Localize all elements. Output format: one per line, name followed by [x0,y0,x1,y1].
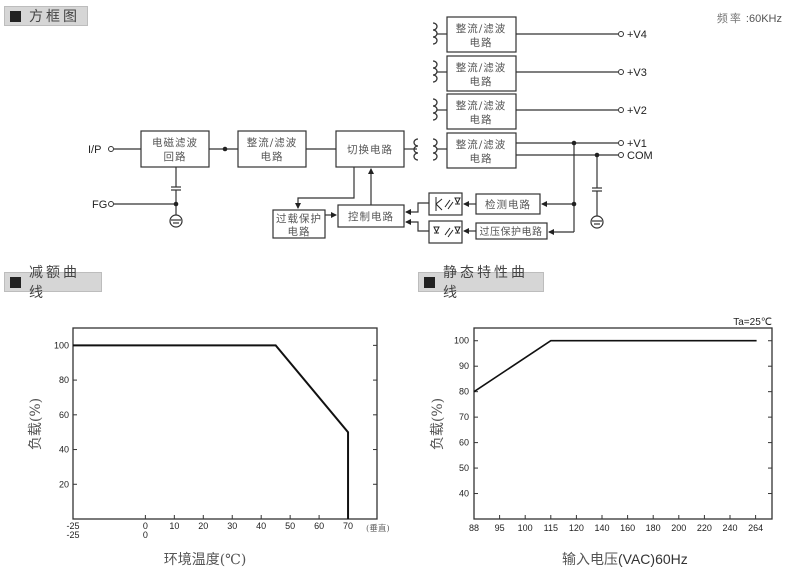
x-tick-label: 160 [620,523,635,533]
plot-frame [72,327,378,520]
x-tick-label: 240 [722,523,737,533]
x-tick-label: -25 [66,521,79,531]
bullet-square-icon [10,10,21,22]
x-axis-label-cn: 输入电压 [562,552,618,568]
optocoupler-2 [428,220,463,244]
y-axis-label: 负载(%) [28,398,44,450]
x-tick-label: 180 [646,523,661,533]
section-title-block-diagram: 方框图 [4,6,88,26]
series-line-static [473,339,757,393]
x-tick-label-second-row: 0 [143,530,148,540]
port-com-label: COM [627,150,653,162]
bullet-square-icon [10,276,21,288]
y-tick-label: 60 [459,438,469,448]
x-tick-label: 30 [227,521,237,531]
rect-filter-in-label: 整流/滤波 [247,136,298,149]
x-tick-label: 20 [198,521,208,531]
transformer-icon [413,22,438,161]
y-tick-label: 40 [459,489,469,499]
rect-v2-label: 整流/滤波 [456,99,507,112]
rectifier-filter-v2-block [446,93,517,130]
y-tick-label: 40 [59,445,69,455]
x-tick-label: 40 [256,521,266,531]
y-axis-label: 负载(%) [430,398,446,450]
port-v1-label: +V1 [627,138,647,150]
section-title-text: 方框图 [29,9,80,25]
x-tick-label: 95 [495,523,505,533]
y-tick-label: 70 [459,412,469,422]
x-tick-label: 100 [518,523,533,533]
section-title-text: 静态特性曲线 [443,265,528,301]
bullet-square-icon [424,276,435,288]
section-title-static: 静态特性曲线 [418,265,544,301]
overload-label-2: 电路 [288,225,311,238]
y-tick-label: 80 [459,387,469,397]
switching-label: 切换电路 [347,143,393,156]
x-extra-label: (垂直) [366,523,390,534]
frequency-label-text: 频率 [716,12,743,25]
x-axis-label-en: (VAC)60Hz [618,551,688,567]
emi-filter-label-2: 回路 [164,150,187,163]
rect-v2-label-2: 电路 [470,113,493,126]
port-ip-terminal [108,146,114,152]
x-tick-label: 140 [594,523,609,533]
x-axis-label: 环境温度(℃) [164,552,247,568]
x-tick-label: 200 [671,523,686,533]
rect-v3-label: 整流/滤波 [456,61,507,74]
x-tick-label: 60 [314,521,324,531]
static-chart: 40 50 60 70 80 90 100 88 95 100 115 120 140 160 180 20… [430,317,773,568]
optocoupler-1 [428,192,463,216]
x-tick-label: 264 [748,523,763,533]
overload-label: 过载保护 [276,212,322,225]
block-diagram: I/P FG +V4 +V3 +V2 +V1 COM 电磁滤波 回路 整流/滤波… [88,16,653,244]
y-tick-label: 90 [459,361,469,371]
port-ip-label: I/P [88,144,101,156]
rectifier-filter-v3-block [446,55,517,92]
x-tick-label: 115 [544,523,558,533]
x-tick-label: 70 [343,521,353,531]
rect-v1-label-2: 电路 [470,152,493,165]
x-tick-label: 0 [143,521,148,531]
y-tick-label: 60 [59,410,69,420]
rect-v4-label-2: 电路 [470,36,493,49]
port-v2-label: +V2 [627,105,647,117]
frequency-label: 频率 :60KHz [717,10,782,26]
ovp-label: 过压保护电路 [480,225,543,238]
rect-filter-in-label-2: 电路 [261,150,284,163]
y-tick-label: 80 [59,375,69,385]
x-tick-label: 10 [169,521,179,531]
x-tick-label: 220 [697,523,712,533]
x-tick-label: 88 [469,523,479,533]
y-tick-label: 100 [454,336,469,346]
x-tick-label-second-row: -25 [66,530,79,540]
rect-v4-label: 整流/滤波 [456,22,507,35]
rect-v3-label-2: 电路 [470,75,493,88]
port-v3-label: +V3 [627,67,647,79]
port-fg-label: FG [92,199,107,211]
section-title-derating: 减额曲线 [4,265,102,301]
y-tick-label: 20 [59,479,69,489]
y-tick-label: 100 [54,340,69,350]
rectifier-filter-v1-block [446,132,517,169]
x-tick-label: 120 [569,523,584,533]
plot-frame [473,327,773,520]
y-tick-label: 50 [459,463,469,473]
series-line-derating [73,344,350,519]
emi-filter-label: 电磁滤波 [152,136,198,149]
port-fg-terminal [108,201,114,207]
rect-v1-label: 整流/滤波 [456,138,507,151]
chart-annotation: Ta=25℃ [733,317,772,328]
port-v4-label: +V4 [627,29,647,41]
frequency-value: :60KHz [745,13,782,25]
detect-label: 检测电路 [485,198,531,211]
section-title-text: 减额曲线 [29,265,80,301]
x-tick-label: 50 [285,521,295,531]
optocoupler-icon [433,197,461,238]
overload-protection-block [272,209,326,239]
control-label: 控制电路 [348,210,394,223]
